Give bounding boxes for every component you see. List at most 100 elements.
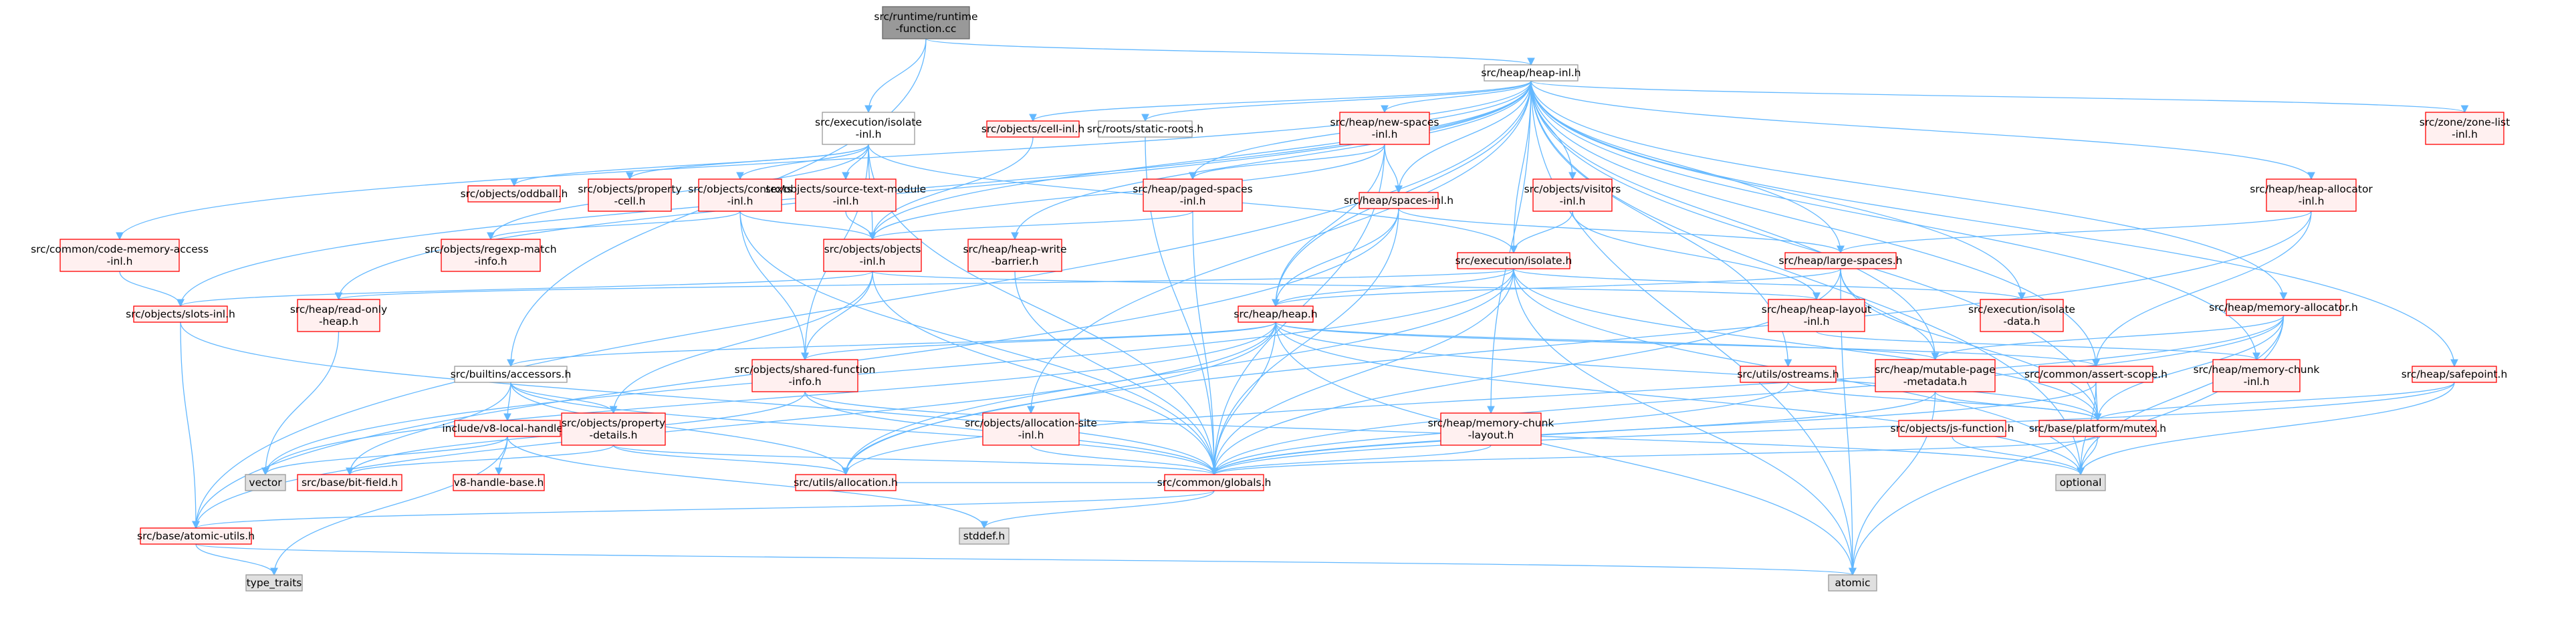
edge-heap_inl-to-cell_inl [1029,80,1532,122]
node-label: src/heap/memory-chunk-layout.h [1428,417,1554,441]
node-objects-visitors-inl[interactable]: src/objects/visitors-inl.h [1524,178,1621,212]
edge-heap_inl-to-zone_list_inl [1530,80,2468,114]
node-label: atomic [1835,577,1871,589]
node-static-roots[interactable]: src/roots/static-roots.h [1087,120,1203,138]
node-regexp-match-info[interactable]: src/objects/regexp-match-info.h [425,239,557,272]
node-assert-scope[interactable]: src/common/assert-scope.h [2024,366,2168,383]
node-v8-local-handle[interactable]: include/v8-local-handle.h [442,420,573,437]
node-label: src/base/atomic-utils.h [137,530,255,542]
node-allocation-site-inl[interactable]: src/objects/allocation-site-inl.h [965,412,1097,446]
node-exec-isolate-inl[interactable]: src/execution/isolate-inl.h [815,112,922,145]
node-box [2226,299,2341,316]
node-box [2055,474,2106,491]
edge-platform_mutex-to-common_globals [1210,436,2099,476]
node-isolate-data[interactable]: src/execution/isolate-data.h [1968,299,2075,332]
node-v8-handle-base[interactable]: v8-handle-base.h [453,474,545,491]
node-label: src/utils/allocation.h [794,477,898,489]
edge-exec_isolate_inl-to-source_text_module [842,144,869,180]
node-label: src/heap/heap-allocator-inl.h [2250,183,2373,207]
node-property-details[interactable]: src/objects/property-details.h [561,412,666,446]
node-box [967,239,1062,272]
node-box [1164,474,1264,491]
node-label: src/execution/isolate-inl.h [815,116,922,140]
node-bit-field[interactable]: src/base/bit-field.h [297,474,402,491]
node-root[interactable]: src/runtime/runtime-function.cc [874,6,978,39]
node-utils-allocation[interactable]: src/utils/allocation.h [794,474,898,491]
node-oddball[interactable]: src/objects/oddball.h [461,185,568,203]
node-box [561,412,666,446]
node-objects-inl[interactable]: src/objects/objects-inl.h [823,239,922,272]
node-paged-spaces-inl[interactable]: src/heap/paged-spaces-inl.h [1133,178,1253,212]
node-heap-h[interactable]: src/heap/heap.h [1234,305,1318,323]
edge-root-to-heap_inl [925,38,1535,66]
edge-heap_layout_inl-to-memory_chunk_inl [1816,331,2260,361]
edge-heap_h-to-atomic_utils [192,322,1276,529]
node-label: src/heap/memory-chunk-inl.h [2194,364,2320,388]
node-label: src/objects/property-cell.h [578,183,681,207]
node-exec-isolate-h[interactable]: src/execution/isolate.h [1455,252,1572,269]
node-heap-layout-inl[interactable]: src/heap/heap-layout-inl.h [1762,299,1871,332]
node-box [751,359,858,392]
node-memory-allocator[interactable]: src/heap/memory-allocator.h [2209,299,2358,316]
node-spaces-inl[interactable]: src/heap/spaces-inl.h [1344,192,1453,209]
node-box [795,474,897,491]
edge-heap_h-to-utils_allocation [842,322,1276,476]
node-safepoint[interactable]: src/heap/safepoint.h [2402,366,2508,383]
node-property-cell[interactable]: src/objects/property-cell.h [578,178,682,212]
node-write-barrier[interactable]: src/heap/heap-write-barrier.h [963,239,1067,272]
edge-exec_isolate_h-to-utils_allocation [842,268,1514,476]
node-box [1740,366,1837,383]
node-slots-inl[interactable]: src/objects/slots-inl.h [126,305,235,323]
node-shared-function-info[interactable]: src/objects/shared-function-info.h [735,359,876,392]
node-heap-inl[interactable]: src/heap/heap-inl.h [1481,64,1581,82]
node-zone-list-inl[interactable]: src/zone/zone-list-inl.h [2420,112,2510,145]
node-platform-mutex[interactable]: src/base/platform/mutex.h [2029,420,2166,437]
node-label: src/builtins/accessors.h [451,368,572,380]
node-box [1768,299,1865,332]
node-source-text-module[interactable]: src/objects/source-text-module-inl.h [766,178,926,212]
node-label: optional [2060,477,2102,489]
node-label: src/objects/cell-inl.h [981,123,1084,135]
edge-new_spaces_inl-to-heap_h [1272,144,1385,307]
node-new-spaces-inl[interactable]: src/heap/new-spaces-inl.h [1330,112,1439,145]
edge-heap_h-to-shared_function_info [801,322,1276,361]
node-box [588,178,672,212]
node-label: src/objects/objects-inl.h [824,243,921,267]
node-js-function[interactable]: src/objects/js-function.h [1891,420,2014,437]
node-type-traits: type_traits [245,574,303,592]
edge-v8_local_handle-to-stddef [507,436,988,529]
edge-property_details-to-common_globals [612,444,1218,476]
edge-atomic_utils-to-type_traits [195,543,278,576]
edge-safepoint-to-platform_mutex [2093,382,2455,422]
edge-heap_inl-to-mutable_page [1530,80,1940,361]
edge-v8_local_handle-to-vector [261,436,508,476]
node-memory-chunk-layout[interactable]: src/heap/memory-chunk-layout.h [1428,412,1554,446]
node-label: src/heap/spaces-inl.h [1344,195,1453,207]
node-box [2038,366,2153,383]
node-code-memory-access[interactable]: src/common/code-memory-access-inl.h [31,239,209,272]
node-read-only-heap[interactable]: src/heap/read-only-heap.h [290,299,387,332]
node-box [2266,178,2357,212]
node-heap-allocator-inl[interactable]: src/heap/heap-allocator-inl.h [2250,178,2373,212]
node-label: src/common/code-memory-access-inl.h [31,243,209,267]
node-box [986,120,1080,138]
node-large-spaces[interactable]: src/heap/large-spaces.h [1779,252,1903,269]
edge-exec_isolate_h-to-atomic [1513,268,1857,576]
edge-heap_inl-to-platform_mutex [1530,80,2102,422]
edge-exec_isolate_inl-to-property_cell [626,144,869,180]
node-builtins-accessors[interactable]: src/builtins/accessors.h [451,366,572,383]
node-common-globals[interactable]: src/common/globals.h [1157,474,1272,491]
edge-common_globals-to-stddef [980,490,1215,529]
node-mutable-page[interactable]: src/heap/mutable-page-metadata.h [1875,359,1996,392]
edge-heap_inl-to-allocation_site_inl [1027,80,1532,414]
edge-safepoint-to-common_globals [1210,382,2455,476]
node-ostreams[interactable]: src/utils/ostreams.h [1737,366,1839,383]
node-memory-chunk-inl[interactable]: src/heap/memory-chunk-inl.h [2194,359,2320,392]
node-stddef: stddef.h [959,527,1010,545]
node-cell-inl[interactable]: src/objects/cell-inl.h [981,120,1084,138]
node-label: src/objects/visitors-inl.h [1524,183,1621,207]
node-atomic-utils[interactable]: src/base/atomic-utils.h [137,527,255,545]
edge-heap_h-to-optional [1275,322,2085,476]
edge-exec_isolate_inl-to-contexts_inl [736,144,869,180]
node-contexts-inl[interactable]: src/objects/contexts-inl.h [688,178,792,212]
